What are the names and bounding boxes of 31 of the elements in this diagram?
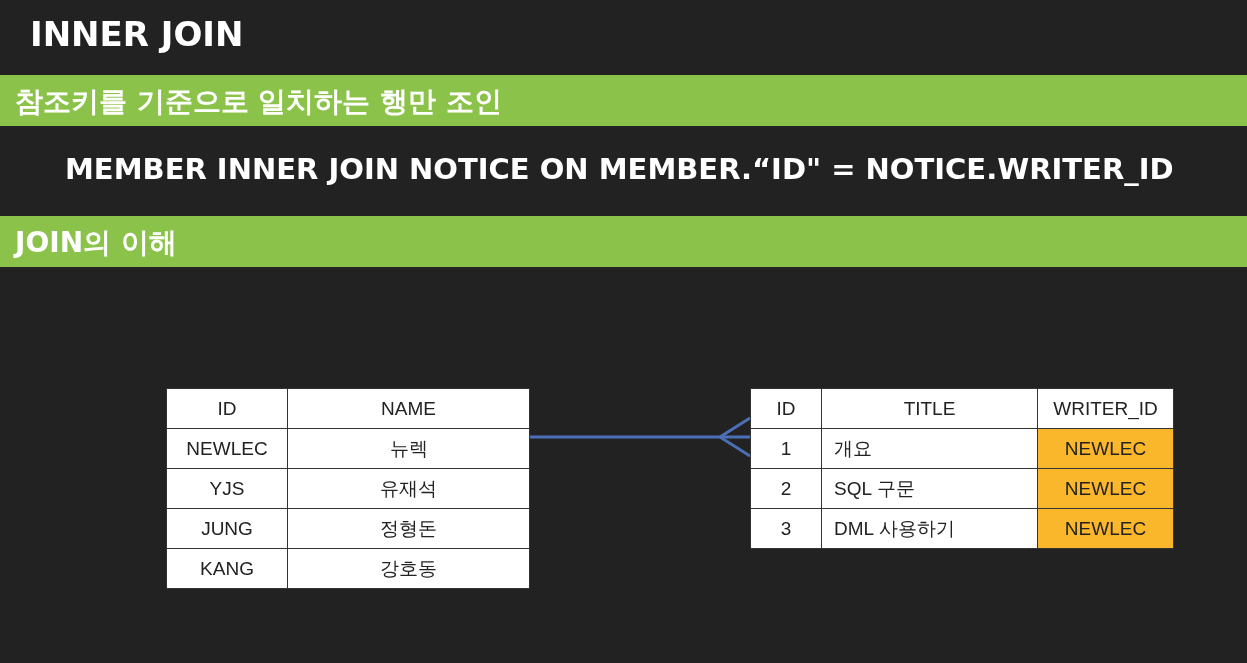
heading-text: 참조키를 기준으로 일치하는 행만 조인	[15, 84, 502, 120]
relationship-line	[530, 416, 752, 458]
table-cell: DML 사용하기	[821, 508, 1038, 549]
table-cell: YJS	[166, 468, 288, 509]
table-cell: NEWLEC	[166, 428, 288, 469]
data-table	[750, 388, 1174, 549]
slide-title: INNER JOIN	[30, 14, 244, 54]
header-cell: WRITER_ID	[1037, 388, 1174, 429]
table-cell: 정형돈	[287, 508, 530, 549]
table-cell: SQL 구문	[821, 468, 1038, 509]
heading-text: JOIN의 이해	[15, 225, 177, 261]
table-cell: 뉴렉	[287, 428, 530, 469]
table-cell: 2	[750, 468, 822, 509]
table-cell: 개요	[821, 428, 1038, 469]
sql-statement: MEMBER INNER JOIN NOTICE ON MEMBER.“ID" = NOTICE.WRITER_ID	[65, 152, 1174, 186]
header-cell: ID	[166, 388, 288, 429]
table-cell: KANG	[166, 548, 288, 589]
data-table	[166, 388, 530, 589]
table-cell: NEWLEC	[1037, 428, 1174, 469]
table-cell: 3	[750, 508, 822, 549]
table-cell: 1	[750, 428, 822, 469]
heading-band	[0, 216, 1247, 267]
table-cell: 유재석	[287, 468, 530, 509]
table-cell: NEWLEC	[1037, 468, 1174, 509]
header-cell: TITLE	[821, 388, 1038, 429]
table-cell: NEWLEC	[1037, 508, 1174, 549]
table-cell: 강호동	[287, 548, 530, 589]
header-cell: ID	[750, 388, 822, 429]
heading-band	[0, 75, 1247, 126]
header-cell: NAME	[287, 388, 530, 429]
table-cell: JUNG	[166, 508, 288, 549]
